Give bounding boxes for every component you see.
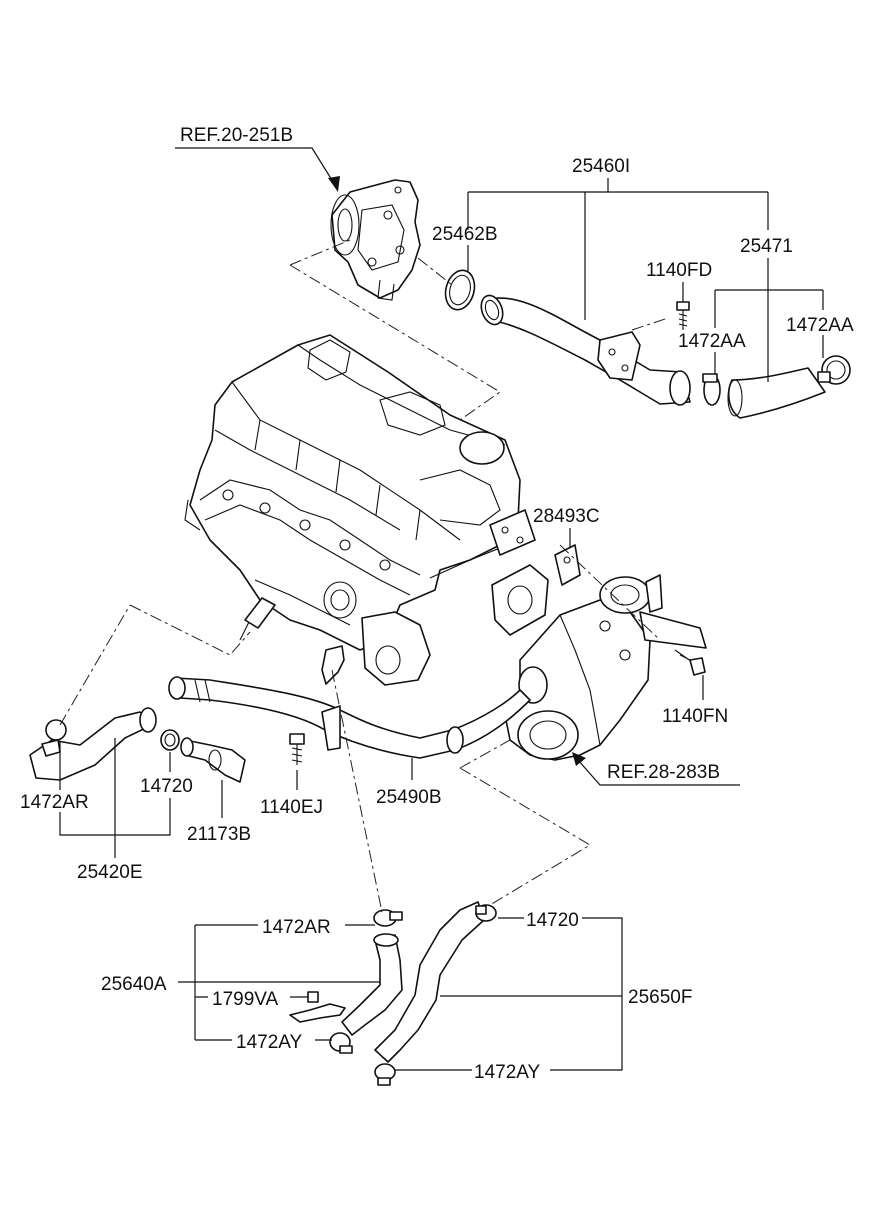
mid-pipe-25490B <box>168 676 531 759</box>
label-21173B: 21173B <box>187 824 251 845</box>
label-25460I: 25460I <box>572 156 630 177</box>
clamp-14720-lower <box>475 904 497 922</box>
bolt-1140EJ <box>289 733 305 765</box>
leader-lines <box>59 147 824 1071</box>
hose-21173B <box>180 737 246 783</box>
clamp-1472AY-lower <box>374 1063 396 1086</box>
bracket-gasket <box>489 509 581 636</box>
hose-25640A <box>341 933 403 1036</box>
label-1140EJ: 1140EJ <box>260 797 323 818</box>
label-1799VA: 1799VA <box>212 989 279 1010</box>
label-1472AY-lower: 1472AY <box>474 1062 541 1083</box>
label-25650F: 25650F <box>628 987 692 1008</box>
hose-clamp-left <box>702 373 721 406</box>
label-1472AR-lower: 1472AR <box>262 917 331 938</box>
turbocharger <box>330 179 421 301</box>
label-1140FD: 1140FD <box>646 260 712 281</box>
label-1472AY-upper: 1472AY <box>236 1032 303 1053</box>
label-14720-small: 14720 <box>140 776 193 797</box>
bolt-1140FD <box>676 301 690 330</box>
label-14720-lower: 14720 <box>526 910 579 931</box>
label-1472AA-left: 1472AA <box>678 331 746 352</box>
label-ref-pump: REF.28-283B <box>607 762 720 783</box>
hose-25650F <box>374 901 485 1063</box>
label-1472AA-right: 1472AA <box>786 315 854 336</box>
bolt-1140FN <box>674 649 706 676</box>
label-1140FN: 1140FN <box>662 706 728 727</box>
clamp-1472AR-lower <box>373 909 403 927</box>
engine-block <box>184 334 521 686</box>
label-25490B: 25490B <box>376 787 442 808</box>
engine-elbow-tube <box>244 597 345 685</box>
clamp-1472AY-upper <box>329 1032 353 1054</box>
hose-25471 <box>727 367 826 419</box>
upper-pipe <box>480 294 691 406</box>
hose-25420E <box>29 707 157 781</box>
label-25462B: 25462B <box>432 224 498 245</box>
gasket-ring <box>444 269 476 311</box>
label-1472AR-left: 1472AR <box>20 792 89 813</box>
dashed-connections <box>59 239 691 913</box>
clamp-14720-small <box>160 729 180 751</box>
label-25420E: 25420E <box>77 862 143 883</box>
label-ref-turbo: REF.20-251B <box>180 125 293 146</box>
part-labels: REF.20-251B 25460I 25462B 25471 1140FD 1… <box>20 125 854 1083</box>
hose-clamp-right <box>817 355 851 385</box>
label-28493C: 28493C <box>533 506 600 527</box>
water-pump-housing <box>504 574 707 761</box>
label-25640A: 25640A <box>101 974 167 995</box>
label-25471: 25471 <box>740 236 793 257</box>
